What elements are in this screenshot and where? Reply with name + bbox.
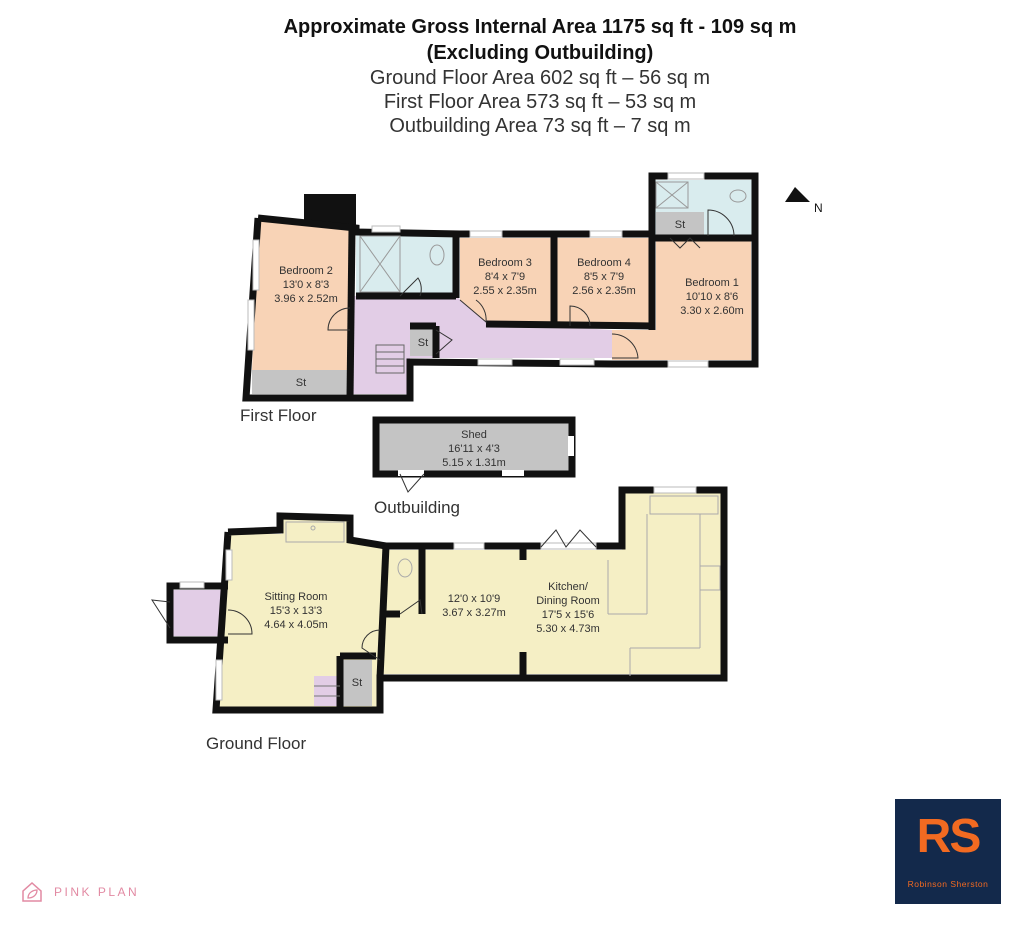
room-name: Bedroom 2: [279, 265, 333, 277]
room-metric: 3.67 x 3.27m: [442, 607, 506, 619]
ground-floor-label: Ground Floor: [206, 734, 307, 753]
area-summary: Approximate Gross Internal Area 1175 sq …: [0, 14, 1024, 138]
bedroom-4-floor: [557, 238, 652, 326]
first-floor-windows: [247, 172, 709, 368]
room-name: Sitting Room: [265, 591, 328, 603]
room-metric: 2.55 x 2.35m: [473, 285, 537, 297]
bedroom-2-floor: [252, 220, 352, 370]
landing-storage: [410, 326, 436, 356]
room-name: Kitchen/: [548, 581, 589, 593]
gross-area-note: (Excluding Outbuilding): [426, 42, 654, 64]
house-leaf-icon: [22, 881, 42, 902]
first-floor-label: First Floor: [240, 406, 317, 425]
room-imperial: 17'5 x 15'6: [542, 609, 595, 621]
robinson-sherston-logo: RS Robinson Sherston: [895, 799, 1001, 904]
ground-floor-windows: [179, 486, 697, 701]
agent-name: Robinson Sherston: [907, 879, 989, 889]
room-metric: 5.15 x 1.31m: [442, 457, 506, 469]
bedroom-1-floor: [656, 238, 751, 360]
room-name: Shed: [461, 429, 487, 441]
shed-door: [399, 473, 425, 493]
room-imperial: 13'0 x 8'3: [283, 279, 329, 291]
first-floor-area: First Floor Area 573 sq ft – 53 sq m: [383, 91, 697, 113]
ground-floor-stairs: [314, 676, 340, 706]
outbuilding-label: Outbuilding: [374, 498, 461, 517]
room-metric: 4.64 x 4.05m: [264, 619, 328, 631]
ground-floor-room-labels: Sitting Room 15'3 x 13'3 4.64 x 4.05m 12…: [264, 581, 600, 689]
room-imperial: 8'5 x 7'9: [584, 271, 624, 283]
room-imperial: 12'0 x 10'9: [448, 593, 501, 605]
room-imperial: 16'11 x 4'3: [448, 443, 500, 455]
storage-label: St: [296, 377, 306, 389]
room-name: Bedroom 4: [577, 257, 631, 269]
rs-monogram: RS: [916, 810, 982, 863]
pink-plan-text: PINK PLAN: [54, 885, 140, 899]
outbuilding-area: Outbuilding Area 73 sq ft – 7 sq m: [389, 115, 691, 137]
room-imperial: 15'3 x 13'3: [270, 605, 323, 617]
pink-plan-credit: PINK PLAN: [20, 880, 139, 904]
storage-label: St: [352, 677, 362, 689]
first-floor-stairs: [375, 344, 405, 374]
ground-floor-plan: Sitting Room 15'3 x 13'3 4.64 x 4.05m 12…: [151, 486, 728, 714]
room-metric: 3.96 x 2.52m: [274, 293, 338, 305]
first-floor-doors: [327, 209, 735, 359]
ground-floor-area: Ground Floor Area 602 sq ft – 56 sq m: [369, 67, 711, 89]
kitchen-fixtures: [285, 495, 721, 676]
outbuilding-plan: Shed 16'11 x 4'3 5.15 x 1.31m: [372, 416, 576, 493]
svg-text:Bedroom 2: Bedroom 2: [279, 265, 333, 277]
shed-labels: Shed 16'11 x 4'3 5.15 x 1.31m: [442, 429, 506, 469]
first-floor-room-labels: Bedroom 2 13'0 x 8'3 3.96 x 2.52m Bedroo…: [274, 219, 744, 389]
first-floor-plan: Bedroom 2 13'0 x 8'3 3.96 x 2.52m Bedroo…: [242, 172, 759, 402]
compass-label: N: [814, 201, 823, 215]
first-floor-walls: [242, 172, 759, 402]
bathroom-fixtures: [359, 181, 747, 293]
storage-label: St: [675, 219, 685, 231]
room-metric: 3.30 x 2.60m: [680, 305, 744, 317]
room-name: Bedroom 1: [685, 277, 739, 289]
ground-floor-storage: [342, 660, 372, 706]
landing-floor: [350, 296, 612, 394]
room-metric: 2.56 x 2.35m: [572, 285, 636, 297]
ground-floor-doors: [151, 529, 597, 661]
bedroom-3-floor: [460, 238, 552, 322]
north-arrow-icon: N: [785, 187, 823, 215]
ensuite-storage: [656, 212, 704, 236]
room-imperial: 8'4 x 7'9: [485, 271, 525, 283]
room-name: Bedroom 3: [478, 257, 532, 269]
bedroom-2-storage: [252, 370, 350, 394]
ground-floor-walls: [166, 486, 728, 714]
kitchen-dining-floor: [380, 492, 722, 674]
first-floor-bathroom: [356, 232, 456, 296]
room-metric: 5.30 x 4.73m: [536, 623, 600, 635]
gross-area-title: Approximate Gross Internal Area 1175 sq …: [283, 16, 797, 38]
room-imperial: 10'10 x 8'6: [686, 291, 739, 303]
storage-label: St: [418, 337, 428, 349]
room-name-line2: Dining Room: [536, 595, 600, 607]
